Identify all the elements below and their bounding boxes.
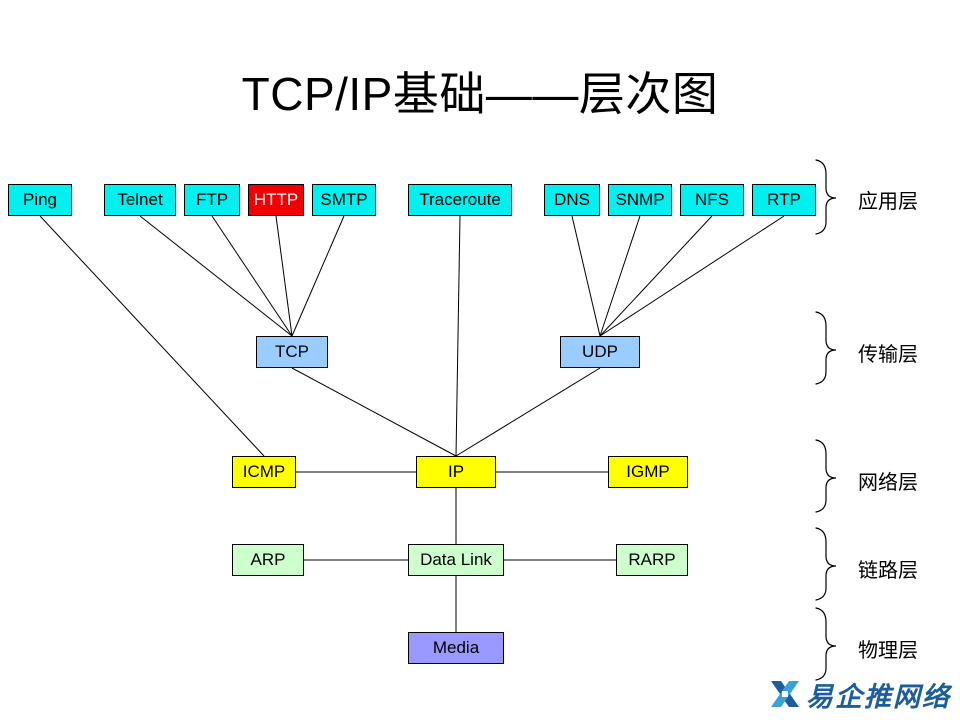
node-rtp: RTP bbox=[752, 184, 816, 216]
line-ping-icmp bbox=[39, 215, 265, 457]
node-snmp: SNMP bbox=[608, 184, 672, 216]
logo-x-icon bbox=[771, 681, 799, 707]
brace-link bbox=[815, 527, 837, 601]
line-traceroute-ip bbox=[455, 215, 461, 457]
node-traceroute: Traceroute bbox=[408, 184, 512, 216]
line-dns-udp bbox=[571, 215, 601, 337]
node-icmp: ICMP bbox=[232, 456, 296, 488]
line-ftp-tcp bbox=[211, 215, 293, 337]
node-dns: DNS bbox=[544, 184, 600, 216]
node-arp: ARP bbox=[232, 544, 304, 576]
brace-physical bbox=[815, 607, 837, 681]
brace-network bbox=[815, 439, 837, 513]
watermark-logo: 易企推网络 bbox=[768, 674, 951, 714]
line-http-tcp bbox=[275, 215, 293, 337]
node-tcp: TCP bbox=[256, 336, 328, 368]
brace-application bbox=[815, 159, 837, 235]
line-smtp-tcp bbox=[291, 215, 345, 337]
node-nfs: NFS bbox=[680, 184, 744, 216]
node-media: Media bbox=[408, 632, 504, 664]
logo-text: 易企推网络 bbox=[806, 681, 951, 713]
node-ping: Ping bbox=[8, 184, 72, 216]
line-udp-ip bbox=[455, 367, 601, 457]
node-igmp: IGMP bbox=[608, 456, 688, 488]
line-snmp-udp bbox=[599, 215, 641, 337]
layer-label-network: 网络层 bbox=[858, 470, 918, 494]
layer-label-application: 应用层 bbox=[858, 189, 918, 213]
node-http: HTTP bbox=[248, 184, 304, 216]
line-nfs-udp bbox=[599, 215, 713, 337]
node-datalink: Data Link bbox=[408, 544, 504, 576]
layer-label-link: 链路层 bbox=[858, 558, 918, 582]
node-telnet: Telnet bbox=[104, 184, 176, 216]
node-ip: IP bbox=[416, 456, 496, 488]
brace-transport bbox=[815, 311, 837, 385]
line-telnet-tcp bbox=[139, 215, 293, 337]
layer-label-physical: 物理层 bbox=[858, 638, 918, 662]
node-smtp: SMTP bbox=[312, 184, 376, 216]
page-title: TCP/IP基础——层次图 bbox=[241, 68, 719, 120]
layer-label-transport: 传输层 bbox=[858, 342, 918, 366]
node-rarp: RARP bbox=[616, 544, 688, 576]
line-tcp-ip bbox=[291, 367, 457, 457]
line-rtp-udp bbox=[599, 215, 785, 337]
node-ftp: FTP bbox=[184, 184, 240, 216]
node-udp: UDP bbox=[560, 336, 640, 368]
